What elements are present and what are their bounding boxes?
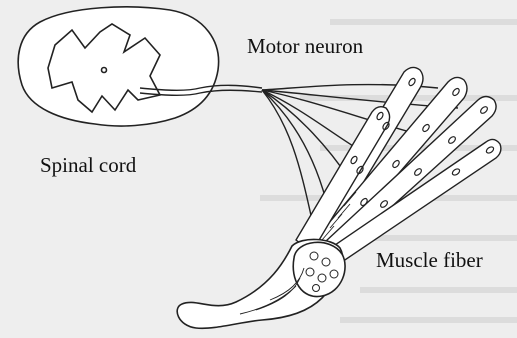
central-canal — [102, 68, 107, 73]
muscle-belly — [177, 239, 345, 328]
spinal-cord-section — [18, 7, 218, 126]
muscle-fiber-label: Muscle fiber — [376, 250, 483, 271]
spinal-cord-label: Spinal cord — [40, 155, 136, 176]
motor-neuron-label: Motor neuron — [247, 36, 363, 57]
